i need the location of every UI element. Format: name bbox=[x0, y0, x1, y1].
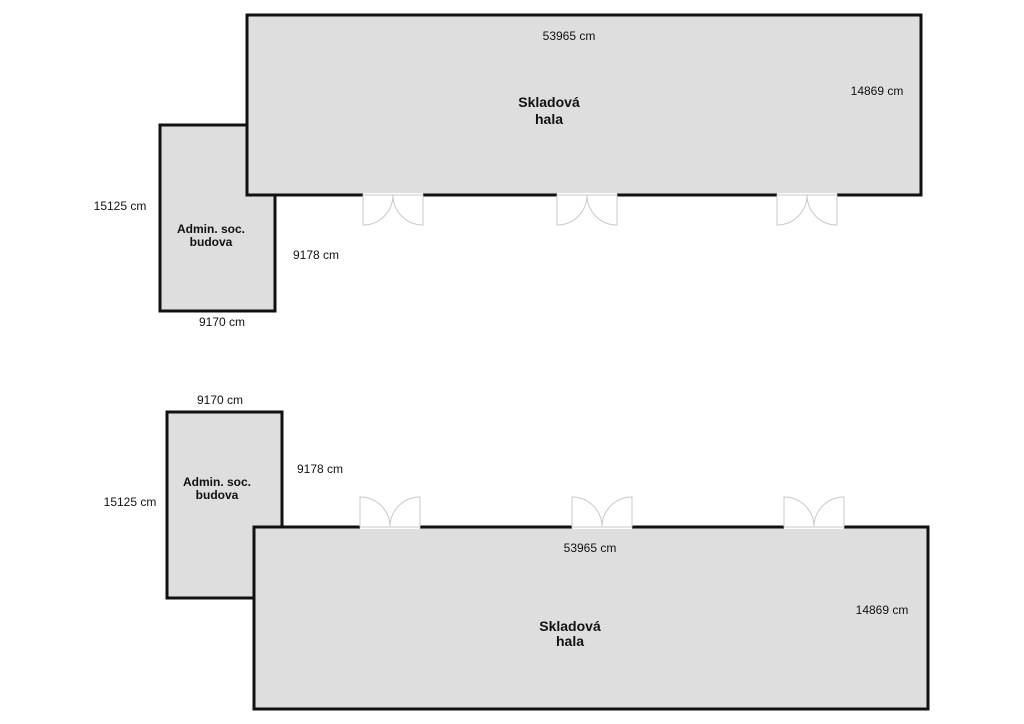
admin-width-label: 9170 cm bbox=[199, 315, 245, 329]
hall-name-line1: Skladová bbox=[518, 94, 580, 110]
hall-name-line2: hala bbox=[556, 633, 584, 649]
admin-name-line1: Admin. soc. bbox=[177, 222, 245, 236]
plan-bottom: 9170 cm 9178 cm Admin. soc. budova 15125… bbox=[104, 393, 930, 711]
admin-height-label: 15125 cm bbox=[104, 495, 157, 509]
admin-offset-label: 9178 cm bbox=[293, 248, 339, 262]
warehouse-hall bbox=[252, 525, 930, 711]
admin-offset-label: 9178 cm bbox=[297, 462, 343, 476]
double-door-icon bbox=[362, 194, 424, 226]
warehouse-hall bbox=[245, 13, 923, 197]
hall-length-label: 53965 cm bbox=[564, 541, 617, 555]
hall-length-label: 53965 cm bbox=[543, 29, 596, 43]
double-door-icon bbox=[359, 496, 421, 528]
hall-width-label: 14869 cm bbox=[851, 84, 904, 98]
hall-name-line2: hala bbox=[535, 111, 563, 127]
doors-top bbox=[362, 193, 838, 226]
double-door-icon bbox=[571, 496, 633, 528]
admin-height-label: 15125 cm bbox=[94, 199, 147, 213]
admin-width-label: 9170 cm bbox=[197, 393, 243, 407]
double-door-icon bbox=[776, 194, 838, 226]
double-door-icon bbox=[556, 194, 618, 226]
hall-width-label: 14869 cm bbox=[856, 603, 909, 617]
double-door-icon bbox=[783, 496, 845, 528]
hall-name-line1: Skladová bbox=[539, 618, 601, 634]
admin-name-line1: Admin. soc. bbox=[183, 475, 251, 489]
doors-bottom bbox=[359, 496, 845, 529]
plan-top: 53965 cm 14869 cm Skladová hala 15125 cm… bbox=[94, 13, 923, 329]
admin-name-line2: budova bbox=[190, 235, 233, 249]
admin-name-line2: budova bbox=[196, 488, 239, 502]
